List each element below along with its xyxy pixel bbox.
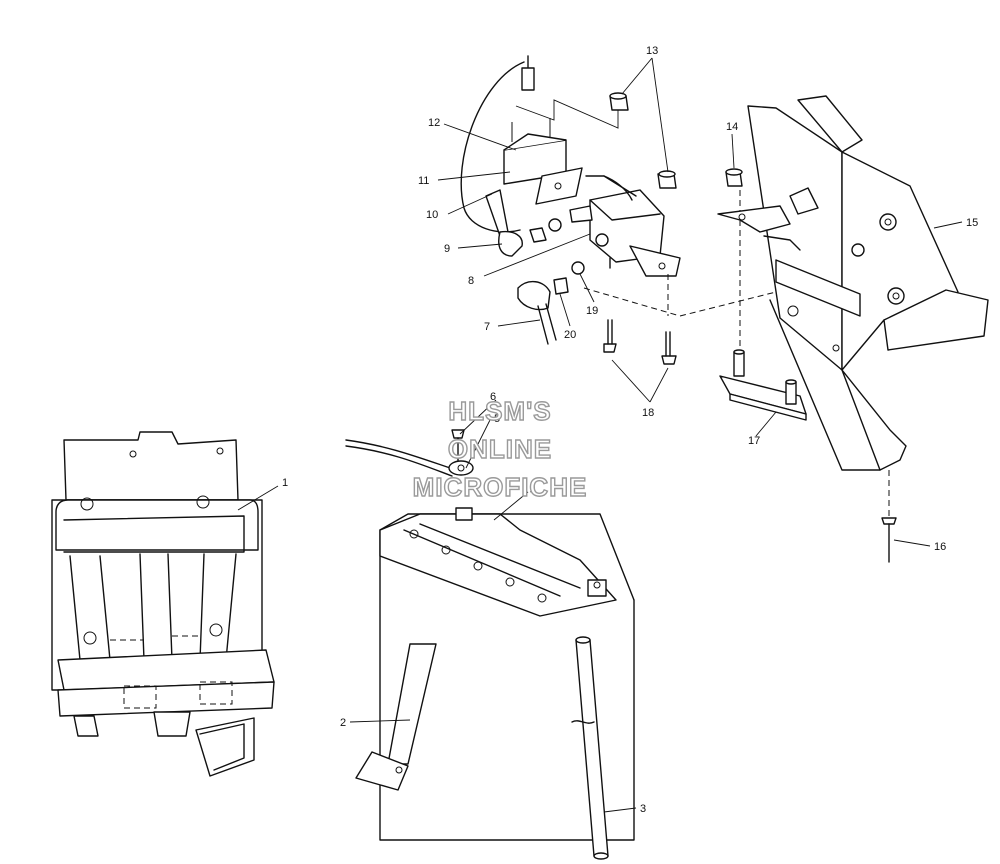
callout-15: 15 [966,217,978,229]
callout-14: 14 [726,121,738,133]
callout-20: 20 [564,329,576,341]
callout-19: 19 [586,305,598,317]
starter-solenoid [569,175,681,277]
terminal-washers [529,218,585,295]
watermark-line-3: MICROFICHE [413,472,588,502]
starter-cable [517,281,557,345]
callout-11: 11 [418,175,429,187]
positive-cable [345,439,457,471]
callout-16: 16 [934,541,946,553]
watermark-line-2: ONLINE [448,434,552,464]
battery-holder [51,431,275,777]
terminal-boot [485,189,523,257]
callout-1: 1 [282,477,288,489]
callout-9: 9 [444,243,450,255]
callout-13: 13 [646,45,658,57]
hold-down-strap [355,643,437,791]
watermark-line-1: HLSM'S [448,396,551,426]
callout-10: 10 [426,209,438,221]
spacer-plate [719,349,807,421]
callout-numbers: 1 2 3 4 5 6 7 8 9 10 11 12 13 14 15 16 1… [282,45,978,815]
callout-2: 2 [340,717,346,729]
callout-5: 5 [494,413,500,425]
callout-4: 4 [530,485,536,497]
voltage-regulator [460,55,583,233]
vent-tube [571,636,609,860]
positive-cable-outline [345,445,453,477]
callout-18: 18 [642,407,654,419]
rivet [881,470,897,563]
mounting-bracket [717,95,989,471]
nut-13 [609,92,677,189]
callout-7: 7 [484,321,490,333]
bolts-18 [603,319,677,365]
callout-17: 17 [748,435,760,447]
battery [379,507,635,841]
callout-3: 3 [640,803,646,815]
callout-6: 6 [490,391,496,403]
leader-lines [237,57,963,813]
terminal-bolt [448,429,474,476]
nut-14 [725,168,743,187]
callout-8: 8 [468,275,474,287]
watermark: HLSM'S ONLINE MICROFICHE [412,395,588,502]
callout-12: 12 [428,117,440,129]
